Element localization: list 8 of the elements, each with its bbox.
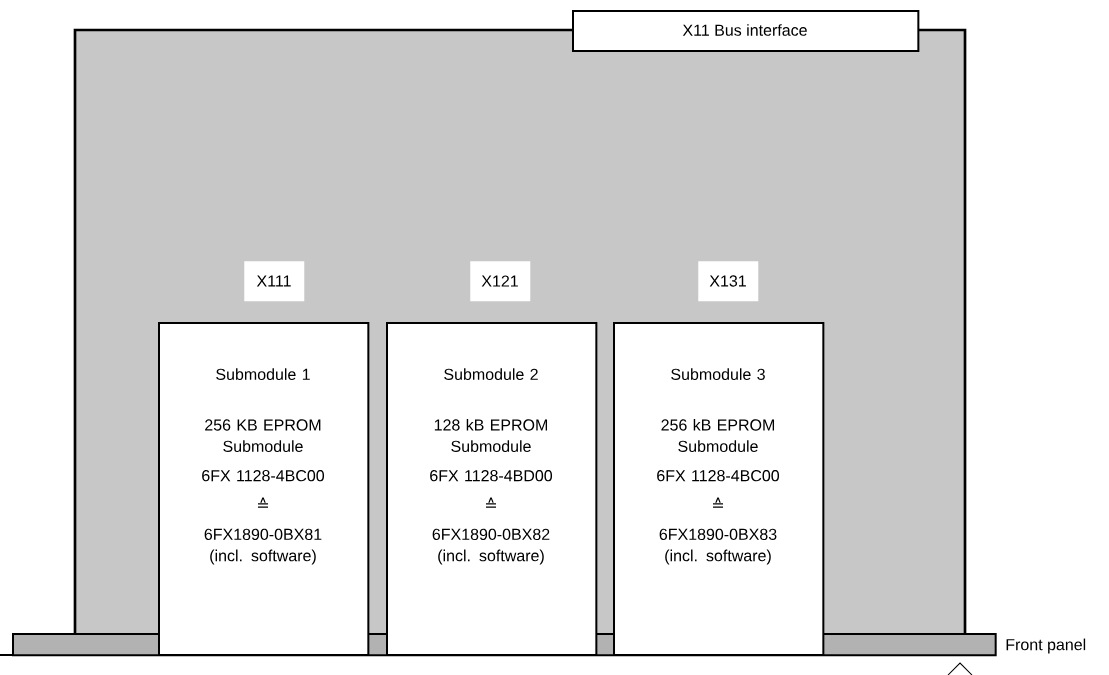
bus-interface-box: X11 Bus interface — [572, 10, 920, 52]
submodule-box: Submodule 3 256 kB EPROM Submodule 6FX 1128-4BC00 ≙ 6FX1890-0BX83 (incl. software) — [613, 322, 825, 656]
connector-label: X121 — [470, 261, 531, 302]
submodule-box: Submodule 2 128 kB EPROM Submodule 6FX 1128-4BD00 ≙ 6FX1890-0BX82 (incl. software) — [386, 322, 598, 656]
submodule-box: Submodule 1 256 KB EPROM Submodule 6FX 1128-4BC00 ≙ 6FX1890-0BX81 (incl. software) — [158, 322, 370, 656]
panel-label: Front panel — [1006, 638, 1086, 654]
connector-label: X131 — [698, 261, 759, 302]
connector-label: X111 — [244, 261, 305, 302]
